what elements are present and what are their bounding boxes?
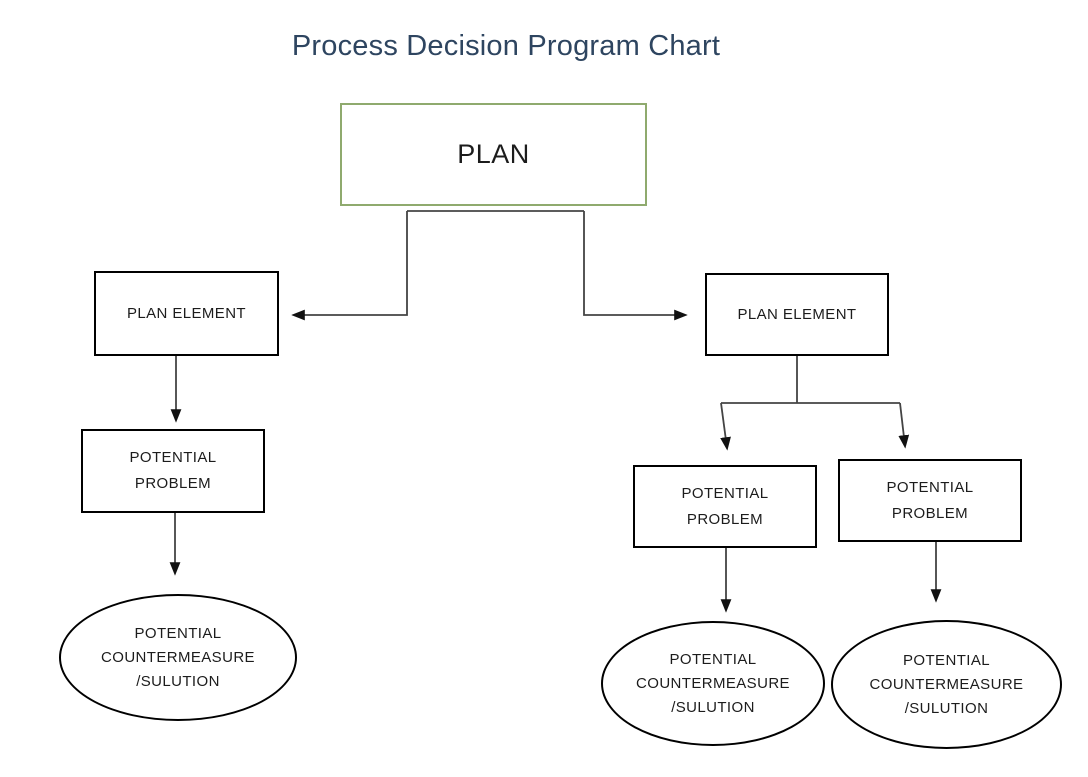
plan-label: PLAN: [457, 139, 530, 169]
potential-problem-left-line1: POTENTIAL: [129, 449, 217, 466]
plan-to-left-element-arrow: [291, 211, 408, 321]
plan-element-left-box: PLAN ELEMENT: [94, 271, 279, 356]
plan-to-right-element-arrow: [583, 211, 688, 321]
potential-problem-left-box: POTENTIAL PROBLEM: [81, 429, 265, 513]
plan-element-right-box: PLAN ELEMENT: [705, 273, 889, 356]
branch-to-right-problem-arrow: [898, 402, 910, 449]
potential-problem-middle-box: POTENTIAL PROBLEM: [633, 465, 817, 548]
countermeasure-middle-line2: COUNTERMEASURE: [636, 674, 790, 692]
countermeasure-right-line1: POTENTIAL: [903, 651, 990, 669]
countermeasure-middle-line1: POTENTIAL: [669, 650, 757, 668]
countermeasure-middle-line3: /SULUTION: [671, 698, 755, 716]
potential-problem-right-line2: PROBLEM: [891, 504, 969, 522]
chart-title: Process Decision Program Chart: [291, 30, 721, 62]
plan-element-left-label: PLAN ELEMENT: [127, 304, 246, 322]
branch-to-middle-problem-arrow: [720, 402, 731, 451]
countermeasure-left-line1: POTENTIAL: [134, 624, 222, 642]
countermeasure-right-line3: /SULUTION: [904, 699, 989, 717]
countermeasure-left-line3: /SULUTION: [136, 672, 220, 690]
plan-box: PLAN: [340, 103, 647, 206]
plan-element-right-label: PLAN ELEMENT: [737, 305, 857, 323]
countermeasure-left-line2: COUNTERMEASURE: [101, 648, 255, 666]
countermeasure-middle-ellipse: POTENTIAL COUNTERMEASURE /SULUTION: [601, 621, 825, 746]
countermeasure-right-line2: COUNTERMEASURE: [869, 675, 1024, 693]
potential-problem-right-box: POTENTIAL PROBLEM: [838, 459, 1022, 542]
potential-problem-middle-line2: PROBLEM: [686, 510, 764, 528]
potential-problem-middle-line1: POTENTIAL: [681, 484, 769, 502]
potential-problem-left-line2: PROBLEM: [134, 475, 212, 492]
potential-problem-right-line1: POTENTIAL: [886, 478, 974, 496]
right-element-branch-connector: [721, 356, 900, 404]
countermeasure-right-ellipse: POTENTIAL COUNTERMEASURE /SULUTION: [831, 620, 1062, 749]
countermeasure-left-ellipse: POTENTIAL COUNTERMEASURE /SULUTION: [59, 594, 297, 721]
